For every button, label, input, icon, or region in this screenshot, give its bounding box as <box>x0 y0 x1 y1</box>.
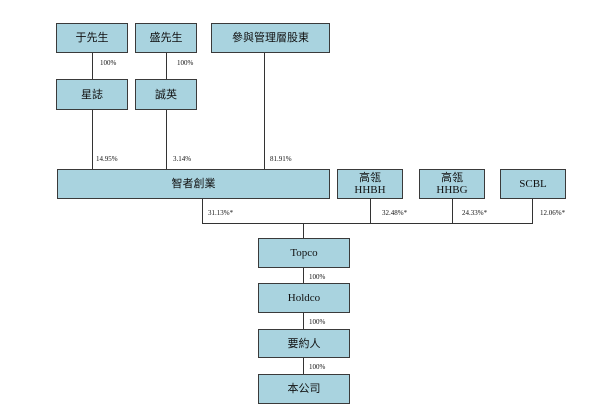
label-cheng-ying: 誠英 <box>155 88 177 101</box>
pct-topco-to-holdco: 100% <box>309 273 326 281</box>
box-scbl: SCBL <box>500 169 566 199</box>
label-mgmt-shareholders: 參與管理層股東 <box>232 32 309 44</box>
box-offeror: 要約人 <box>258 329 350 358</box>
connector-hhbg-down <box>452 199 453 223</box>
pct-holdco-to-offeror: 100% <box>309 318 326 326</box>
pct-sheng-to-chengying: 100% <box>177 59 194 67</box>
label-zhizhe: 智者創業 <box>171 178 216 190</box>
label-hhbh-cn: 高瓴 <box>358 172 381 184</box>
connector-topco-holdco <box>303 268 304 283</box>
box-topco: Topco <box>258 238 350 268</box>
connector-xingzhi-zhizhe <box>92 110 93 169</box>
pct-scbl-to-topco: 12.06%* <box>540 209 566 217</box>
box-hhbg: 高瓴 HHBG <box>419 169 485 199</box>
pct-hhbg-to-topco: 24.33%* <box>462 209 488 217</box>
connector-yu-xingzhi <box>92 53 93 79</box>
connector-sheng-chengying <box>166 53 167 79</box>
pct-zhizhe-to-topco: 31.13%* <box>208 209 234 217</box>
label-xing-zhi: 星誌 <box>81 88 103 101</box>
label-hhbg-en: HHBG <box>436 184 468 196</box>
label-company: 本公司 <box>287 383 321 395</box>
label-scbl: SCBL <box>519 178 547 190</box>
label-holdco: Holdco <box>287 292 321 304</box>
pct-offeror-to-company: 100% <box>309 363 326 371</box>
box-sheng-xiansheng: 盛先生 <box>135 23 197 53</box>
box-cheng-ying: 誠英 <box>135 79 197 110</box>
pct-hhbh-to-topco: 32.48%* <box>382 209 408 217</box>
connector-bus-topco <box>303 223 304 238</box>
pct-chengying-to-zhizhe: 3.14% <box>173 155 192 163</box>
label-offeror: 要約人 <box>287 337 321 350</box>
connector-zhizhe-down <box>202 199 203 223</box>
connector-offeror-company <box>303 358 304 374</box>
pct-xingzhi-to-zhizhe: 14.95% <box>96 155 118 163</box>
label-yu-xiansheng: 于先生 <box>75 32 109 44</box>
label-hhbg-cn: 高瓴 <box>440 172 463 184</box>
connector-horizontal-bus <box>202 223 533 224</box>
box-xing-zhi: 星誌 <box>56 79 128 110</box>
box-mgmt-shareholders: 參與管理層股東 <box>211 23 330 53</box>
connector-chengying-zhizhe <box>166 110 167 169</box>
pct-yu-to-xingzhi: 100% <box>100 59 117 67</box>
label-hhbh-en: HHBH <box>354 184 386 196</box>
connector-hhbh-down <box>370 199 371 223</box>
box-zhizhe: 智者創業 <box>57 169 330 199</box>
connector-scbl-down <box>532 199 533 223</box>
box-hhbh: 高瓴 HHBH <box>337 169 403 199</box>
box-holdco: Holdco <box>258 283 350 313</box>
connector-holdco-offeror <box>303 313 304 329</box>
box-company: 本公司 <box>258 374 350 404</box>
label-topco: Topco <box>290 247 318 259</box>
box-yu-xiansheng: 于先生 <box>56 23 128 53</box>
label-sheng-xiansheng: 盛先生 <box>149 32 183 44</box>
connector-mgmt-zhizhe <box>264 53 265 169</box>
pct-mgmt-to-zhizhe: 81.91% <box>270 155 292 163</box>
